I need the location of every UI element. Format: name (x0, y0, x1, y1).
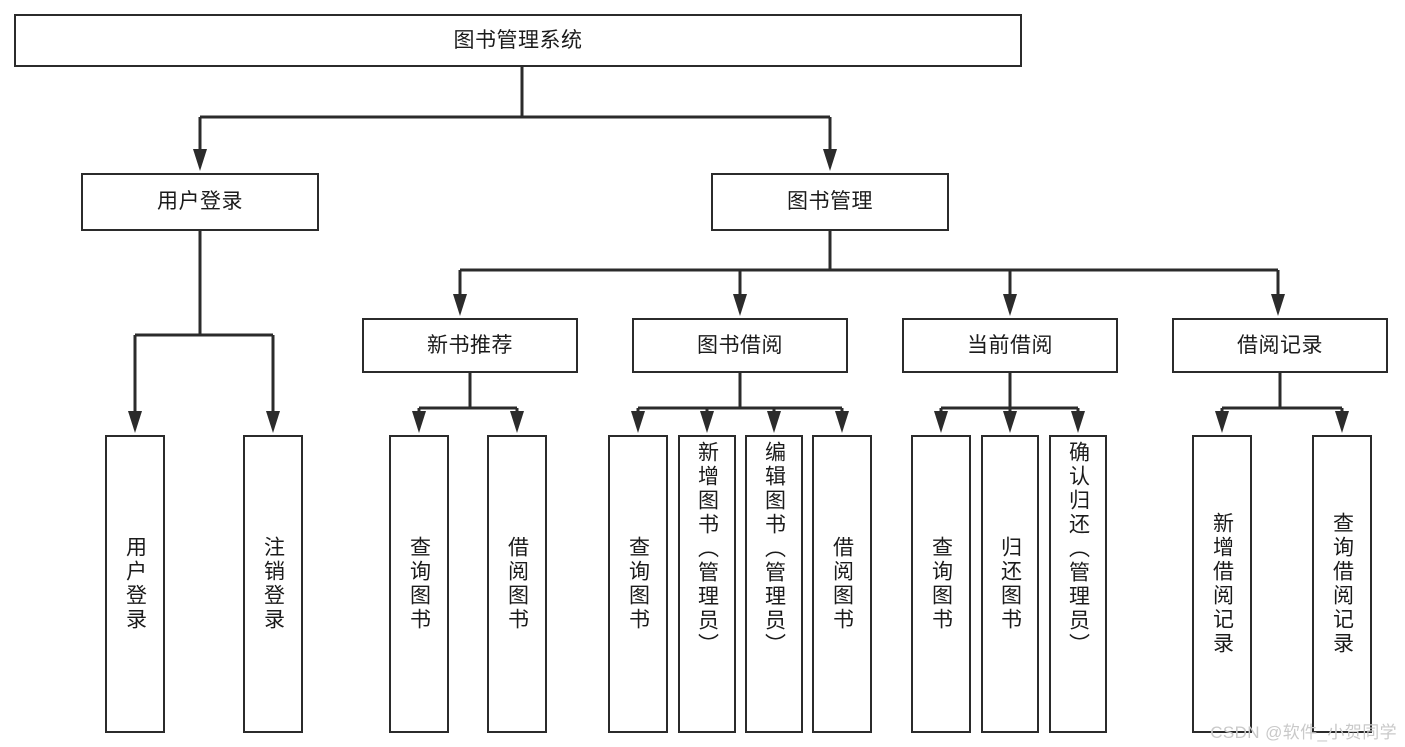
leaf-box-2[interactable]: 查询图书 (389, 435, 449, 733)
root-box-0[interactable]: 图书管理系统 (14, 14, 1022, 67)
leaf-box-0[interactable]: 用户登录 (105, 435, 165, 733)
node-确认归还管理员-label: 确认归还（管理员） (1066, 441, 1090, 657)
book-mgmt-to-borrow-arrowhead (733, 294, 747, 316)
root-to-book-mgmt-arrowhead (823, 149, 837, 171)
node-注销登录-label: 注销登录 (261, 536, 285, 632)
node-用户登录-label: 用户登录 (157, 190, 243, 214)
node-查询图书-label: 查询图书 (407, 536, 431, 632)
level3-box-0[interactable]: 新书推荐 (362, 318, 578, 373)
root-to-user-login-arrowhead (193, 149, 207, 171)
leaf-box-1[interactable]: 注销登录 (243, 435, 303, 733)
leaf-box-9[interactable]: 归还图书 (981, 435, 1039, 733)
node-用户登录-label: 用户登录 (123, 536, 147, 632)
node-编辑图书管理员-label: 编辑图书（管理员） (762, 441, 786, 657)
leaf-box-8[interactable]: 查询图书 (911, 435, 971, 733)
leaf-box-3[interactable]: 借阅图书 (487, 435, 547, 733)
node-查询借阅记录-label: 查询借阅记录 (1330, 512, 1354, 656)
leaf-box-5[interactable]: 新增图书（管理员） (678, 435, 736, 733)
node-当前借阅-label: 当前借阅 (967, 333, 1053, 357)
borrow-to-add-arrowhead (700, 411, 714, 433)
node-借阅记录-label: 借阅记录 (1237, 333, 1323, 357)
leaf-box-11[interactable]: 新增借阅记录 (1192, 435, 1252, 733)
node-图书管理-label: 图书管理 (787, 190, 873, 214)
leaf-box-6[interactable]: 编辑图书（管理员） (745, 435, 803, 733)
book-mgmt-to-current-arrowhead (1003, 294, 1017, 316)
new-books-to-query-arrowhead (412, 411, 426, 433)
user-login-to-login-arrowhead (128, 411, 142, 433)
leaf-box-12[interactable]: 查询借阅记录 (1312, 435, 1372, 733)
leaf-box-4[interactable]: 查询图书 (608, 435, 668, 733)
borrow-to-lend-arrowhead (835, 411, 849, 433)
level3-box-3[interactable]: 借阅记录 (1172, 318, 1388, 373)
level2-box-0[interactable]: 用户登录 (81, 173, 319, 231)
level2-box-1[interactable]: 图书管理 (711, 173, 949, 231)
new-books-to-borrow-arrowhead (510, 411, 524, 433)
node-借阅图书-label: 借阅图书 (505, 536, 529, 632)
node-归还图书-label: 归还图书 (998, 536, 1022, 632)
leaf-box-7[interactable]: 借阅图书 (812, 435, 872, 733)
node-查询图书-label: 查询图书 (626, 536, 650, 632)
level3-box-2[interactable]: 当前借阅 (902, 318, 1118, 373)
node-新增图书管理员-label: 新增图书（管理员） (695, 441, 719, 657)
node-图书管理系统-label: 图书管理系统 (453, 28, 583, 52)
borrow-to-edit-arrowhead (767, 411, 781, 433)
leaf-box-10[interactable]: 确认归还（管理员） (1049, 435, 1107, 733)
current-to-query-arrowhead (934, 411, 948, 433)
borrow-to-query-arrowhead (631, 411, 645, 433)
current-to-return-arrowhead (1003, 411, 1017, 433)
level3-box-1[interactable]: 图书借阅 (632, 318, 848, 373)
node-借阅图书-label: 借阅图书 (830, 536, 854, 632)
node-查询图书-label: 查询图书 (929, 536, 953, 632)
records-to-query-arrowhead (1335, 411, 1349, 433)
node-新增借阅记录-label: 新增借阅记录 (1210, 512, 1234, 656)
current-to-confirm-arrowhead (1071, 411, 1085, 433)
node-新书推荐-label: 新书推荐 (427, 333, 513, 357)
node-图书借阅-label: 图书借阅 (697, 333, 783, 357)
book-mgmt-to-records-arrowhead (1271, 294, 1285, 316)
book-mgmt-to-new-books-arrowhead (453, 294, 467, 316)
watermark: CSDN @软件_小贺同学 (1210, 723, 1397, 742)
records-to-add-arrowhead (1215, 411, 1229, 433)
user-login-to-logout-arrowhead (266, 411, 280, 433)
